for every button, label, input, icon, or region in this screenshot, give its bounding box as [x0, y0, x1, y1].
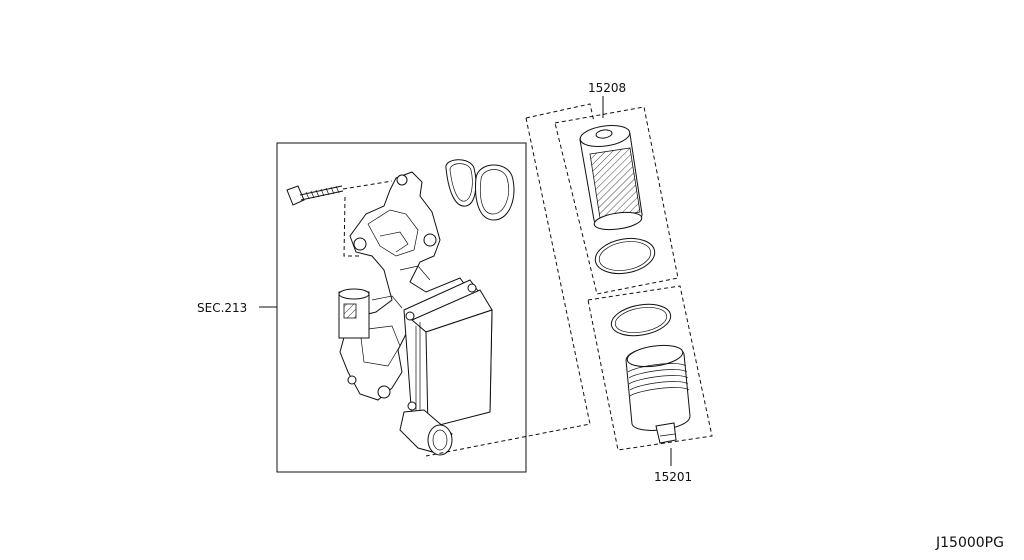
oil-cooler — [403, 279, 493, 429]
diagram-code: J15000PG — [935, 535, 1004, 551]
gasket-small — [445, 159, 477, 207]
cap-o-ring — [610, 303, 672, 337]
filter-cap — [625, 344, 691, 444]
element-frame — [554, 106, 679, 295]
section-ref-label: SEC.213 — [197, 301, 247, 315]
bolt-dashed-callout — [342, 180, 393, 257]
bolt — [286, 185, 344, 206]
oil-filter-housing — [339, 171, 471, 401]
housing-sensor-port — [338, 288, 370, 339]
cap-frame — [587, 285, 713, 451]
filter-element — [579, 125, 643, 231]
outlet-pipe — [399, 409, 453, 456]
cap-part-number: 15201 — [654, 470, 692, 484]
element-part-number: 15208 — [588, 81, 626, 95]
gasket-large — [475, 164, 515, 221]
element-seal-ring — [594, 237, 656, 275]
